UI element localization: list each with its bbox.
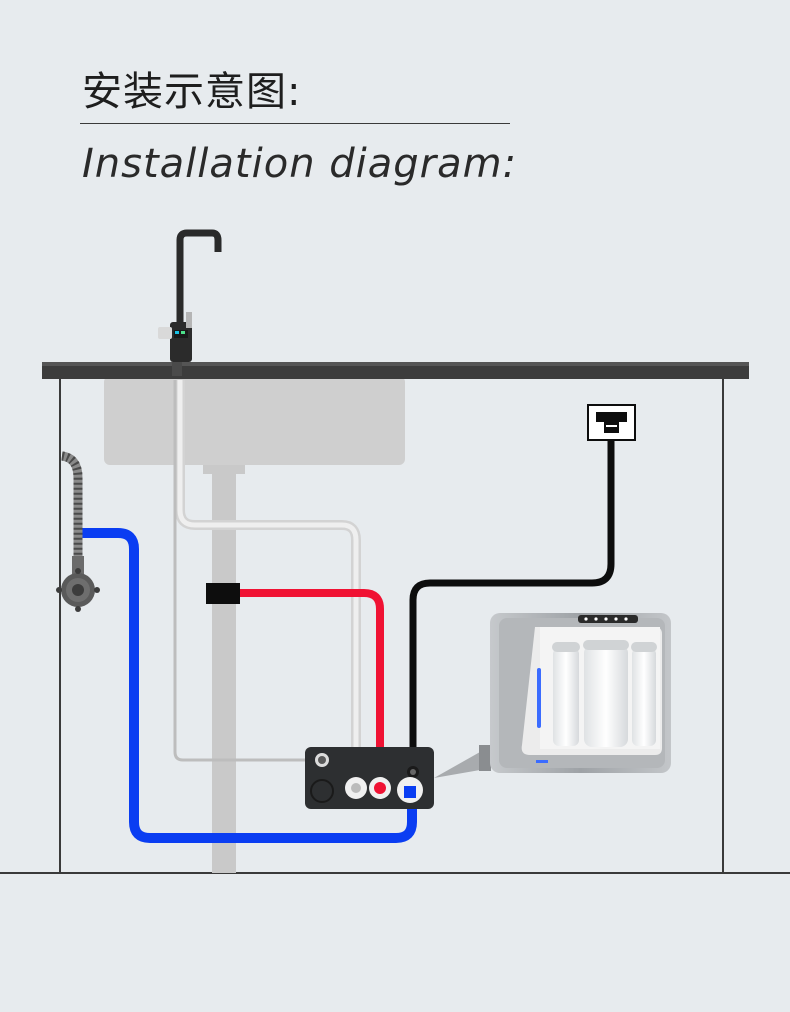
angle-valve-icon xyxy=(56,556,100,612)
hot-water-connector xyxy=(206,583,240,604)
callout-pointer xyxy=(434,752,480,778)
power-outlet-icon xyxy=(587,404,636,441)
faucet-signal-line xyxy=(173,380,322,762)
title-divider xyxy=(80,123,510,124)
sink-drain-pipe xyxy=(212,470,236,873)
hot-water-pipe xyxy=(238,589,384,786)
sink-basin xyxy=(104,376,405,465)
title-chinese: 安装示意图: xyxy=(82,69,302,115)
braided-hose-texture xyxy=(61,451,83,560)
cold-water-pipe xyxy=(80,528,417,843)
faucet-icon xyxy=(158,229,222,376)
connection-hub xyxy=(305,747,434,809)
countertop xyxy=(42,362,749,379)
pure-water-pipe-highlight xyxy=(177,380,359,786)
countertop-edge xyxy=(42,362,749,366)
title-english: Installation diagram: xyxy=(82,141,518,187)
power-cable xyxy=(409,436,615,780)
water-purifier-icon xyxy=(479,613,671,773)
